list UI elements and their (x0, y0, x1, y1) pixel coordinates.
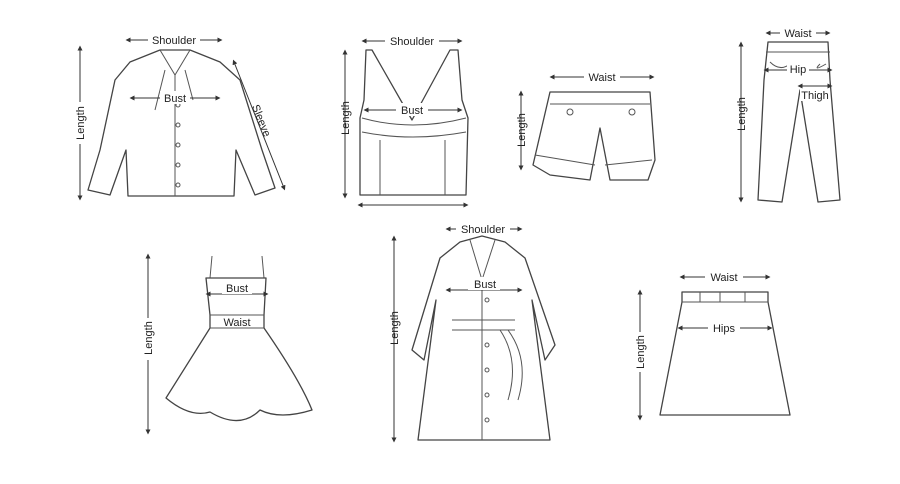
pants-figure: Waist Hip Thigh Length (736, 26, 841, 203)
tank-bust-label: Bust (401, 105, 423, 117)
pants-thigh-label: Thigh (801, 90, 829, 102)
shorts-waist-label: Waist (588, 72, 615, 84)
coat-figure: Shoulder Bust Length (389, 222, 556, 443)
tank-top-figure: Shoulder Bust Length (340, 34, 469, 208)
tank-length-label: Length (340, 101, 352, 135)
skirt-figure: Waist Hips Length (633, 270, 791, 421)
blouse-bust-label: Bust (164, 93, 186, 105)
blouse-length-label: Length (75, 106, 87, 140)
shorts-length-label: Length (516, 113, 528, 147)
coat-length-label: Length (389, 311, 401, 345)
blouse-figure: Shoulder Bust Length Sleeve (73, 33, 286, 201)
blouse-shoulder-label: Shoulder (152, 35, 196, 47)
coat-bust-label: Bust (474, 279, 496, 291)
pants-hip-label: Hip (790, 64, 807, 76)
pants-waist-label: Waist (784, 28, 811, 40)
button-icons (175, 102, 181, 188)
pants-length-label: Length (736, 97, 748, 131)
dress-figure: Bust Waist Length (141, 253, 313, 435)
dress-waist-label: Waist (223, 317, 250, 329)
tank-shoulder-label: Shoulder (390, 36, 434, 48)
coat-shoulder-label: Shoulder (461, 224, 505, 236)
skirt-length-label: Length (635, 335, 647, 369)
dress-length-label: Length (143, 321, 155, 355)
dress-bust-label: Bust (226, 283, 248, 295)
coat-buttons (484, 297, 490, 423)
skirt-hips-label: Hips (713, 323, 736, 335)
shorts-figure: Waist Length (516, 70, 656, 181)
skirt-waist-label: Waist (710, 272, 737, 284)
